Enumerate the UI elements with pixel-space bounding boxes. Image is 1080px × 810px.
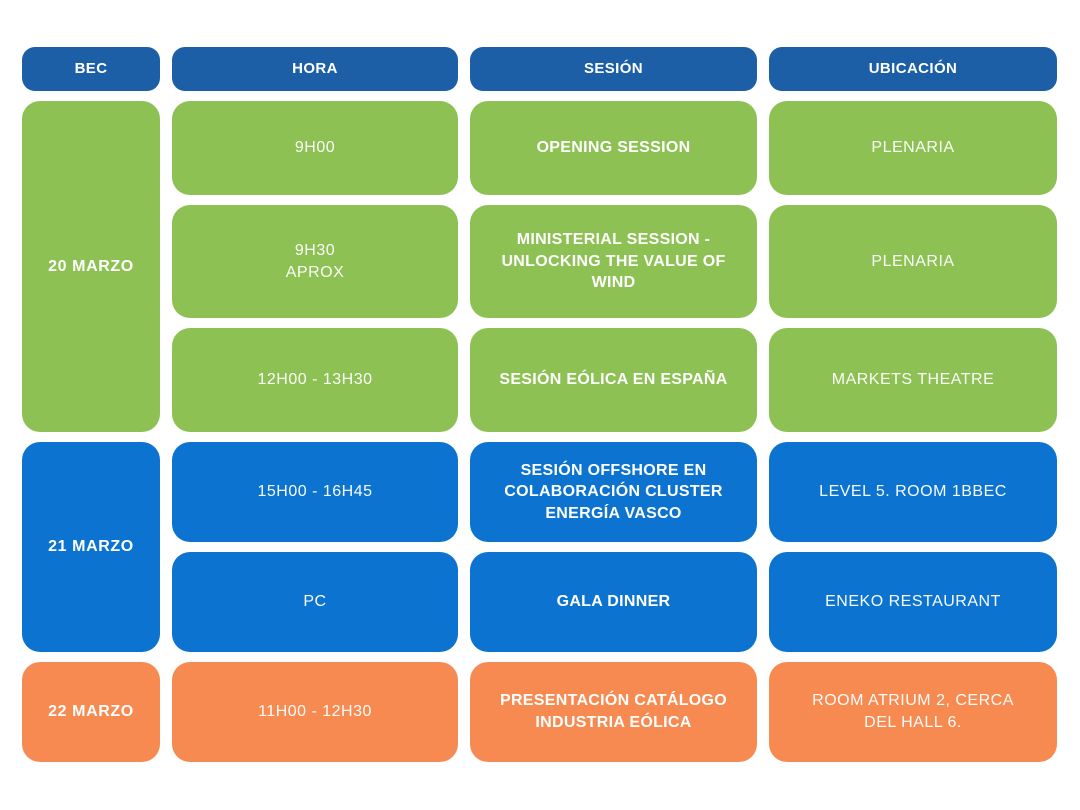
sesion-cell: GALA DINNER <box>470 552 757 652</box>
day-cell-22-marzo: 22 MARZO <box>22 662 160 762</box>
ubicacion-cell: PLENARIA <box>769 205 1057 318</box>
sesion-cell: SESIÓN OFFSHORE EN COLABORACIÓN CLUSTER … <box>470 442 757 542</box>
header-cell-sesion: SESIÓN <box>470 47 757 91</box>
ubicacion-cell: ROOM ATRIUM 2, CERCA DEL HALL 6. <box>769 662 1057 762</box>
sesion-cell: OPENING SESSION <box>470 101 757 195</box>
hora-cell: 12H00 - 13H30 <box>172 328 458 432</box>
day-cell-21-marzo: 21 MARZO <box>22 442 160 652</box>
ubicacion-cell: ENEKO RESTAURANT <box>769 552 1057 652</box>
ubicacion-cell: LEVEL 5. ROOM 1BBEC <box>769 442 1057 542</box>
day-cell-20-marzo: 20 MARZO <box>22 101 160 432</box>
ubicacion-cell: MARKETS THEATRE <box>769 328 1057 432</box>
header-cell-ubicacion: UBICACIÓN <box>769 47 1057 91</box>
hora-cell: 9H00 <box>172 101 458 195</box>
sesion-cell: PRESENTACIÓN CATÁLOGO INDUSTRIA EÓLICA <box>470 662 757 762</box>
sesion-cell: SESIÓN EÓLICA EN ESPAÑA <box>470 328 757 432</box>
hora-cell: 9H30 APROX <box>172 205 458 318</box>
header-cell-bec: BEC <box>22 47 160 91</box>
schedule-table: BEC HORA SESIÓN UBICACIÓN 20 MARZO 21 MA… <box>22 47 1057 762</box>
hora-cell: 15H00 - 16H45 <box>172 442 458 542</box>
sesion-cell: MINISTERIAL SESSION - UNLOCKING THE VALU… <box>470 205 757 318</box>
hora-cell: PC <box>172 552 458 652</box>
ubicacion-cell: PLENARIA <box>769 101 1057 195</box>
header-cell-hora: HORA <box>172 47 458 91</box>
hora-cell: 11H00 - 12H30 <box>172 662 458 762</box>
